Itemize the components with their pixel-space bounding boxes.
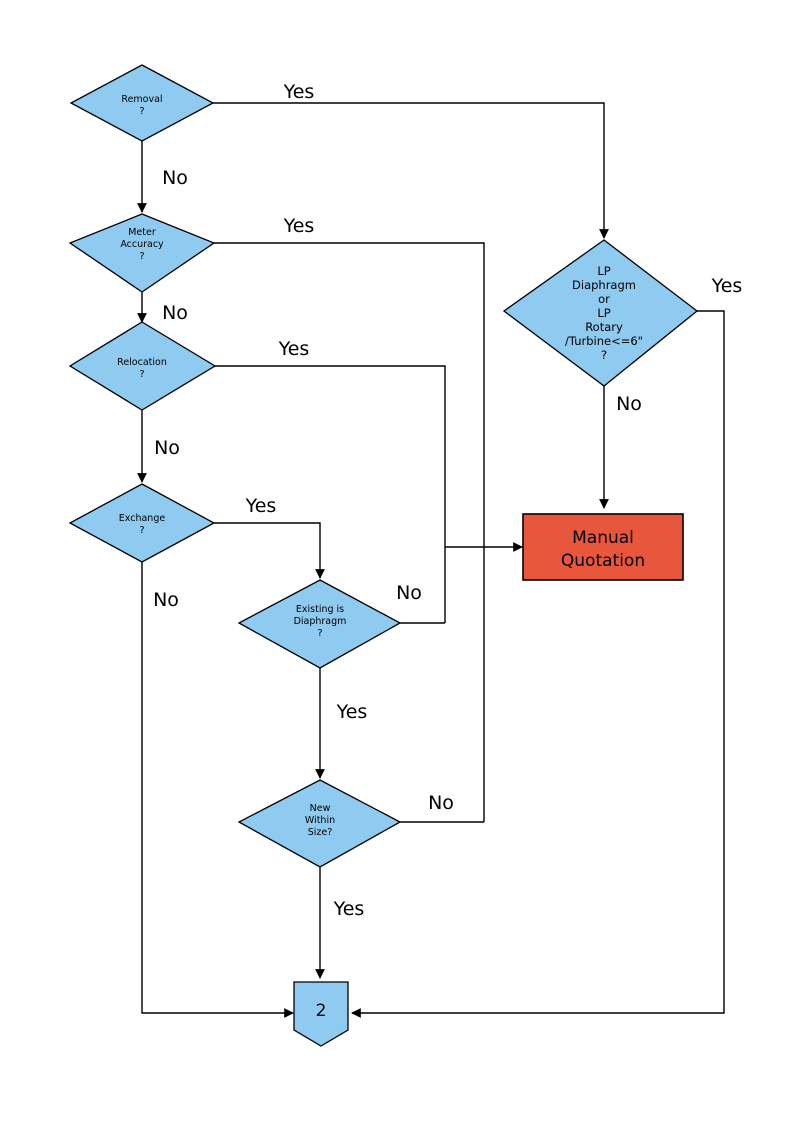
node-meter-accuracy-line-0: Meter xyxy=(128,227,156,238)
node-meter-accuracy[interactable]: Meter Accuracy ? xyxy=(68,213,216,293)
node-exchange[interactable]: Exchange ? xyxy=(68,483,216,563)
node-lp-diaphragm[interactable]: LP Diaphragm or LP Rotary /Turbine<=6" ? xyxy=(502,239,699,387)
node-manual-quotation-line-1: Quotation xyxy=(561,551,645,571)
node-meter-accuracy-line-2: ? xyxy=(139,251,144,262)
decision-shape-exchange[interactable] xyxy=(68,483,216,563)
node-lp-diaphragm-line-6: ? xyxy=(601,348,607,362)
node-meter-accuracy-line-1: Accuracy xyxy=(120,239,164,250)
node-new-within-size[interactable]: New Within Size? xyxy=(237,779,402,868)
node-manual-quotation[interactable]: Manual Quotation xyxy=(522,513,684,581)
node-lp-diaphragm-line-0: LP xyxy=(597,264,610,278)
edge-exchange-yes xyxy=(214,522,325,579)
edge-label-exchange-yes: Yes xyxy=(245,495,277,517)
decision-shape-removal[interactable] xyxy=(69,64,215,142)
edge-exchange-no xyxy=(141,562,294,1018)
node-connector-2[interactable]: 2 xyxy=(293,981,349,1047)
edge-label-existing-diaphragm-no: No xyxy=(396,582,422,604)
edge-label-removal-yes: Yes xyxy=(283,81,315,103)
node-existing-is-diaphragm-line-0: Existing is xyxy=(296,604,344,615)
node-exchange-line-0: Exchange xyxy=(119,513,166,524)
node-exchange-line-1: ? xyxy=(139,525,144,536)
node-new-within-size-line-1: Within xyxy=(305,815,335,826)
decision-shape-relocation[interactable] xyxy=(68,321,217,411)
edge-label-new-within-size-no: No xyxy=(428,792,454,814)
edge-label-meter-accuracy-no: No xyxy=(162,302,188,324)
edge-label-relocation-no: No xyxy=(154,437,180,459)
node-existing-is-diaphragm-line-1: Diaphragm xyxy=(294,616,347,627)
edge-removal-yes xyxy=(213,102,609,239)
connector-shape-2[interactable] xyxy=(293,981,349,1047)
node-removal-line-0: Removal xyxy=(121,94,162,105)
edge-label-new-within-size-yes: Yes xyxy=(333,898,365,920)
node-new-within-size-line-2: Size? xyxy=(308,827,333,838)
node-relocation-line-0: Relocation xyxy=(117,357,167,368)
node-lp-diaphragm-line-2: or xyxy=(598,292,610,306)
edge-lp-diaphragm-yes xyxy=(351,310,725,1018)
node-lp-diaphragm-line-3: LP xyxy=(597,306,610,320)
node-connector-2-label: 2 xyxy=(316,1001,327,1021)
decision-shape-lp-diaphragm[interactable] xyxy=(502,239,699,387)
edge-relocation-yes xyxy=(215,365,446,623)
node-relocation[interactable]: Relocation ? xyxy=(68,321,217,411)
decision-shape-existing-is-diaphragm[interactable] xyxy=(237,579,402,669)
node-removal[interactable]: Removal ? xyxy=(69,64,215,142)
edge-label-meter-accuracy-yes: Yes xyxy=(283,215,315,237)
edge-label-exchange-no: No xyxy=(153,589,179,611)
edge-meter-accuracy-yes xyxy=(214,242,485,822)
node-manual-quotation-line-0: Manual xyxy=(572,528,634,548)
edge-label-removal-no: No xyxy=(162,167,188,189)
node-lp-diaphragm-line-4: Rotary xyxy=(585,320,623,334)
node-existing-is-diaphragm[interactable]: Existing is Diaphragm ? xyxy=(237,579,402,669)
decision-shape-new-within-size[interactable] xyxy=(237,779,402,868)
node-lp-diaphragm-line-5: /Turbine<=6" xyxy=(565,334,643,348)
node-existing-is-diaphragm-line-2: ? xyxy=(317,628,322,639)
edge-label-lp-diaphragm-no: No xyxy=(616,393,642,415)
node-relocation-line-1: ? xyxy=(139,369,144,380)
edge-label-existing-diaphragm-yes: Yes xyxy=(336,701,368,723)
node-lp-diaphragm-line-1: Diaphragm xyxy=(572,278,636,292)
process-shape-manual-quotation[interactable] xyxy=(522,513,684,581)
node-new-within-size-line-0: New xyxy=(310,803,331,814)
node-removal-line-1: ? xyxy=(139,106,144,117)
edge-label-lp-diaphragm-yes: Yes xyxy=(711,275,743,297)
decision-shape-meter-accuracy[interactable] xyxy=(68,213,216,293)
edge-label-relocation-yes: Yes xyxy=(278,338,310,360)
